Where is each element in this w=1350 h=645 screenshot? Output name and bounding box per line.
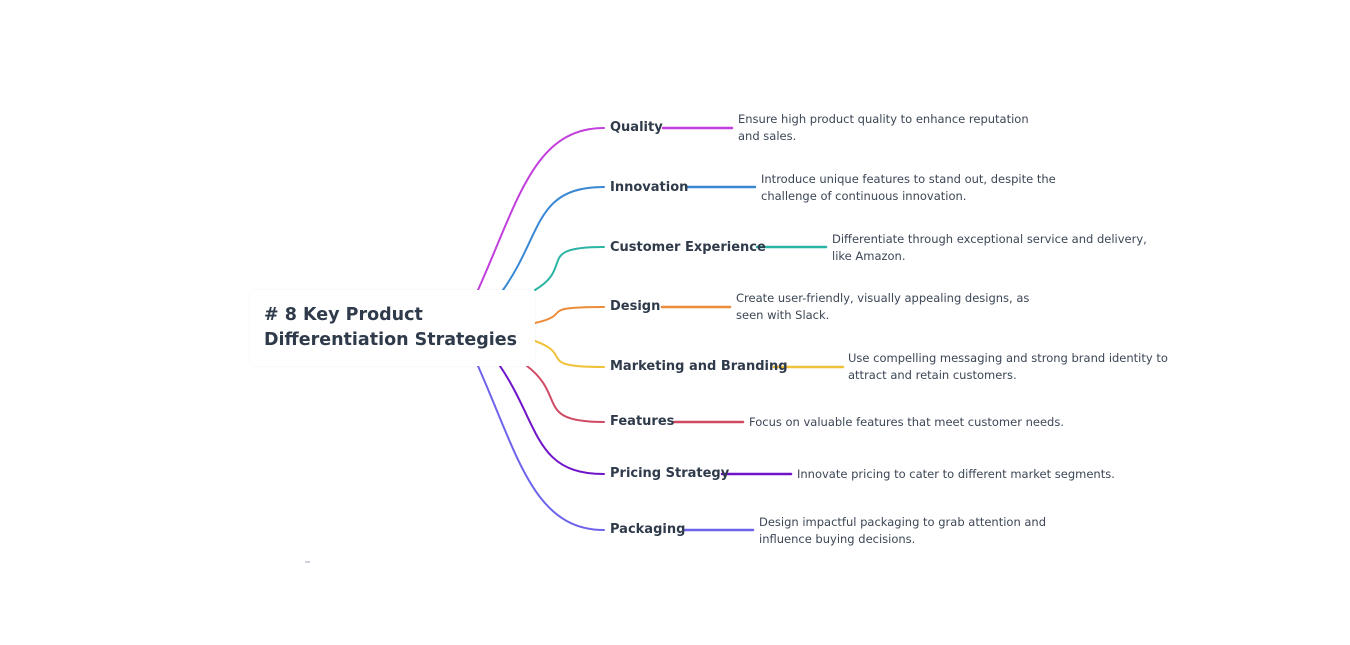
branch-customer-experience[interactable]: Customer Experience [610, 240, 766, 255]
connector-innovation [502, 186, 605, 291]
connector-features [526, 365, 605, 423]
branch-packaging[interactable]: Packaging [610, 522, 686, 537]
branch-design[interactable]: Design [610, 299, 661, 314]
connector-customer-experience [534, 246, 605, 291]
branch-pricing-strategy[interactable]: Pricing Strategy [610, 466, 730, 481]
branch-features[interactable]: Features [610, 414, 675, 429]
connector-pricing-strategy [499, 365, 605, 475]
description-packaging: Design impactful packaging to grab atten… [759, 515, 1047, 546]
connector-marketing-and-branding [534, 340, 605, 368]
description-pricing-strategy: Innovate pricing to cater to different m… [797, 467, 1115, 481]
root-node[interactable]: # 8 Key Product Differentiation Strategi… [250, 290, 535, 366]
description-marketing-and-branding: Use compelling messaging and strong bran… [848, 351, 1168, 382]
connector-packaging [477, 365, 605, 531]
description-design: Create user-friendly, visually appealing… [736, 291, 1030, 322]
branch-marketing-and-branding[interactable]: Marketing and Branding [610, 359, 788, 374]
branch-quality[interactable]: Quality [610, 120, 663, 135]
stray-mark [305, 561, 310, 563]
description-innovation: Introduce unique features to stand out, … [761, 172, 1056, 203]
connector-quality [477, 127, 605, 291]
root-title: # 8 Key Product Differentiation Strategi… [264, 305, 518, 350]
description-features: Focus on valuable features that meet cus… [749, 415, 1064, 429]
description-customer-experience: Differentiate through exceptional servic… [832, 232, 1147, 263]
branch-innovation[interactable]: Innovation [610, 180, 689, 195]
connector-design [534, 306, 605, 324]
description-quality: Ensure high product quality to enhance r… [738, 112, 1029, 143]
